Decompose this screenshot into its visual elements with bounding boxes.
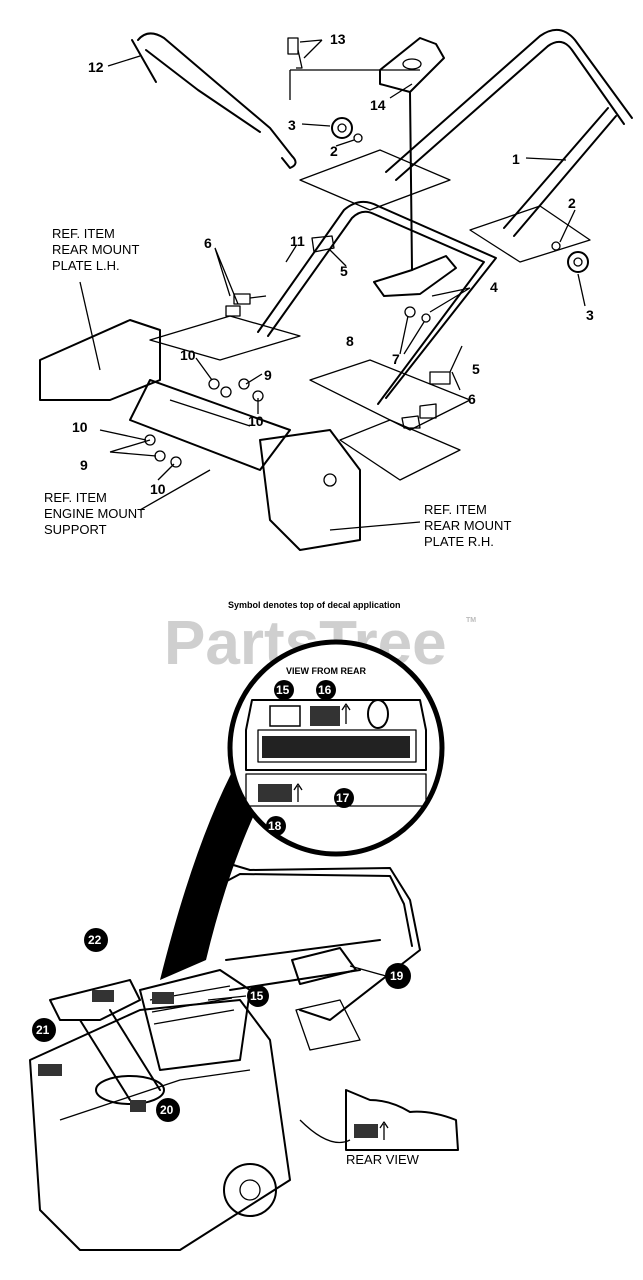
decal-20-graphic xyxy=(130,1100,146,1112)
callout-17: 17 xyxy=(336,791,350,805)
watermark-tm: TM xyxy=(466,617,476,624)
engine-mount-support xyxy=(129,379,291,471)
handle-assembly xyxy=(39,29,633,551)
ref-label-rear-mount-lh: REF. ITEM REAR MOUNT PLATE L.H. xyxy=(52,226,139,273)
rear-view-leader xyxy=(299,1119,351,1144)
leader-lines xyxy=(79,39,586,531)
decal-22-graphic xyxy=(92,990,114,1002)
decal-15b-graphic xyxy=(152,992,174,1004)
svg-text:SUPPORT: SUPPORT xyxy=(44,522,107,537)
inset-callouts: 15 16 17 18 xyxy=(266,680,354,836)
svg-text:REF. ITEM: REF. ITEM xyxy=(44,490,107,505)
wheel xyxy=(223,1163,277,1217)
callout: 13 xyxy=(330,31,346,47)
bracket-part xyxy=(379,37,445,93)
body-callouts: 22 21 20 15 19 xyxy=(32,928,411,1122)
rear-mount-plate-rh xyxy=(259,429,361,551)
callout: 3 xyxy=(288,117,296,133)
callout-22: 22 xyxy=(88,933,102,947)
callout: 6 xyxy=(468,391,476,407)
ref-label-rear-mount-rh: REF. ITEM REAR MOUNT PLATE R.H. xyxy=(424,502,511,549)
callout-21: 21 xyxy=(36,1023,50,1037)
rear-view-label: REAR VIEW xyxy=(346,1152,420,1167)
svg-text:PLATE R.H.: PLATE R.H. xyxy=(424,534,494,549)
callout: 9 xyxy=(264,367,272,383)
callout: 1 xyxy=(512,151,520,167)
auger-housing xyxy=(29,999,291,1251)
callout: 8 xyxy=(346,333,354,349)
decal-19-graphic xyxy=(291,947,357,985)
callout-18: 18 xyxy=(268,819,282,833)
decal-17-graphic xyxy=(262,736,410,758)
handle-frame xyxy=(199,863,421,1021)
mount-plate-part xyxy=(373,255,457,297)
callout: 3 xyxy=(586,307,594,323)
zoom-wedge xyxy=(160,740,266,980)
callout-19: 19 xyxy=(390,969,404,983)
rear-mount-plate-lh xyxy=(39,319,161,401)
callout: 12 xyxy=(88,59,104,75)
callout: 7 xyxy=(392,351,400,367)
callout: 6 xyxy=(204,235,212,251)
callout-15b: 15 xyxy=(250,989,264,1003)
callout: 10 xyxy=(248,413,264,429)
symbol-note: Symbol denotes top of decal application xyxy=(228,600,401,610)
callout: 10 xyxy=(150,481,166,497)
bolts xyxy=(225,37,451,429)
view-from-rear-label: VIEW FROM REAR xyxy=(286,666,366,676)
knobs xyxy=(331,117,589,273)
svg-text:ENGINE MOUNT: ENGINE MOUNT xyxy=(44,506,145,521)
decal-21-graphic xyxy=(38,1064,62,1076)
callout: 14 xyxy=(370,97,386,113)
assembly-guides xyxy=(149,69,591,481)
svg-text:REAR MOUNT: REAR MOUNT xyxy=(424,518,511,533)
svg-text:REF. ITEM: REF. ITEM xyxy=(52,226,115,241)
lower-handle-part xyxy=(257,200,497,399)
top-callout-labels: 1 2 2 3 3 4 5 5 6 6 7 8 9 9 10 10 10 10 … xyxy=(72,31,594,497)
callout: 5 xyxy=(472,361,480,377)
ref-label-engine-mount: REF. ITEM ENGINE MOUNT SUPPORT xyxy=(44,490,145,537)
decal-18-graphic xyxy=(258,784,292,802)
svg-text:REF. ITEM: REF. ITEM xyxy=(424,502,487,517)
snow-thrower-body xyxy=(29,863,421,1251)
callout: 10 xyxy=(180,347,196,363)
handlebar-part xyxy=(137,32,297,169)
callout: 2 xyxy=(330,143,338,159)
svg-text:REAR MOUNT: REAR MOUNT xyxy=(52,242,139,257)
callout: 2 xyxy=(568,195,576,211)
callout-15: 15 xyxy=(276,683,290,697)
upper-handle-part xyxy=(385,29,633,173)
engine-cover xyxy=(139,969,251,1071)
rear-view-inset: VIEW FROM REAR xyxy=(160,639,445,980)
discharge-chute xyxy=(49,979,141,1021)
decal-16-graphic xyxy=(310,706,340,726)
callout: 11 xyxy=(290,233,305,249)
svg-text:PLATE L.H.: PLATE L.H. xyxy=(52,258,120,273)
callout: 4 xyxy=(490,279,498,295)
callout-20: 20 xyxy=(160,1103,174,1117)
callout: 9 xyxy=(80,457,88,473)
callout: 5 xyxy=(340,263,348,279)
callout: 10 xyxy=(72,419,88,435)
callout-16: 16 xyxy=(318,683,332,697)
rear-view-detail: REAR VIEW xyxy=(345,1089,459,1167)
